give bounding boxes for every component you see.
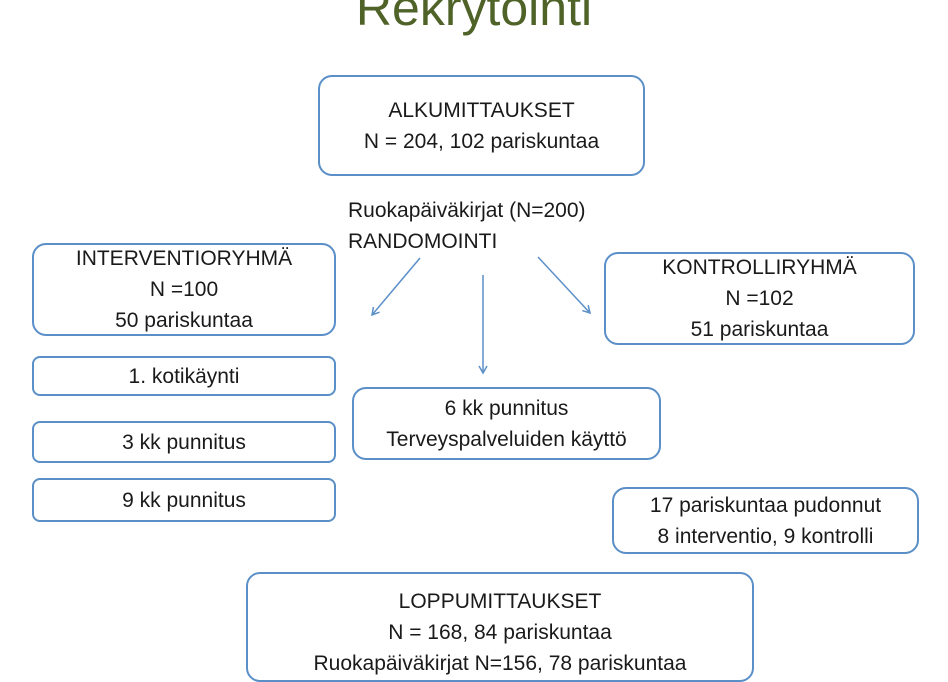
randomization-text: Ruokapäiväkirjat (N=200) RANDOMOINTI bbox=[348, 195, 586, 257]
food-diary-count: Ruokapäiväkirjat (N=200) bbox=[348, 199, 586, 222]
final-label: LOPPUMITTAUKSET bbox=[398, 590, 602, 613]
final-food-diaries: Ruokapäiväkirjat N=156, 78 pariskuntaa bbox=[313, 652, 687, 675]
page-title: Rekrytointi bbox=[355, 0, 593, 36]
baseline-label: ALKUMITTAUKSET bbox=[388, 98, 575, 122]
dropouts-breakdown: 8 interventio, 9 kontrolli bbox=[657, 524, 874, 548]
dropouts-box: 17 pariskuntaa pudonnut 8 interventio, 9… bbox=[612, 487, 919, 554]
intervention-group-couples: 50 pariskuntaa bbox=[115, 309, 253, 332]
control-group-label: KONTROLLIRYHMÄ bbox=[662, 256, 857, 279]
arrow-to-control bbox=[537, 256, 592, 315]
control-group-n: N =102 bbox=[725, 287, 794, 310]
intervention-group-box: INTERVENTIORYHMÄ N =100 50 pariskuntaa bbox=[32, 243, 336, 336]
control-group-box: KONTROLLIRYHMÄ N =102 51 pariskuntaa bbox=[604, 252, 915, 345]
arrow-to-intervention bbox=[371, 257, 421, 317]
six-month-weighing-label: 6 kk punnitus bbox=[444, 396, 569, 420]
three-month-weighing-box: 3 kk punnitus bbox=[32, 421, 336, 463]
three-month-weighing-label: 3 kk punnitus bbox=[122, 430, 246, 454]
control-group-couples: 51 pariskuntaa bbox=[690, 318, 829, 341]
dropouts-total: 17 pariskuntaa pudonnut bbox=[649, 493, 882, 517]
intervention-group-label: INTERVENTIORYHMÄ bbox=[75, 247, 293, 270]
intervention-group-n: N =100 bbox=[149, 278, 219, 301]
final-count: N = 168, 84 pariskuntaa bbox=[388, 621, 612, 644]
randomization-label: RANDOMOINTI bbox=[348, 230, 498, 253]
nine-month-weighing-box: 9 kk punnitus bbox=[32, 478, 336, 522]
health-services-label: Terveyspalveluiden käyttö bbox=[386, 427, 627, 451]
six-month-box: 6 kk punnitus Terveyspalveluiden käyttö bbox=[352, 387, 661, 460]
nine-month-weighing-label: 9 kk punnitus bbox=[122, 488, 246, 512]
baseline-box: ALKUMITTAUKSET N = 204, 102 pariskuntaa bbox=[318, 75, 645, 176]
home-visit-box: 1. kotikäynti bbox=[32, 356, 336, 396]
final-measurements-box: LOPPUMITTAUKSET N = 168, 84 pariskuntaa … bbox=[246, 572, 754, 682]
baseline-count: N = 204, 102 pariskuntaa bbox=[363, 129, 600, 153]
home-visit-label: 1. kotikäynti bbox=[128, 364, 240, 388]
